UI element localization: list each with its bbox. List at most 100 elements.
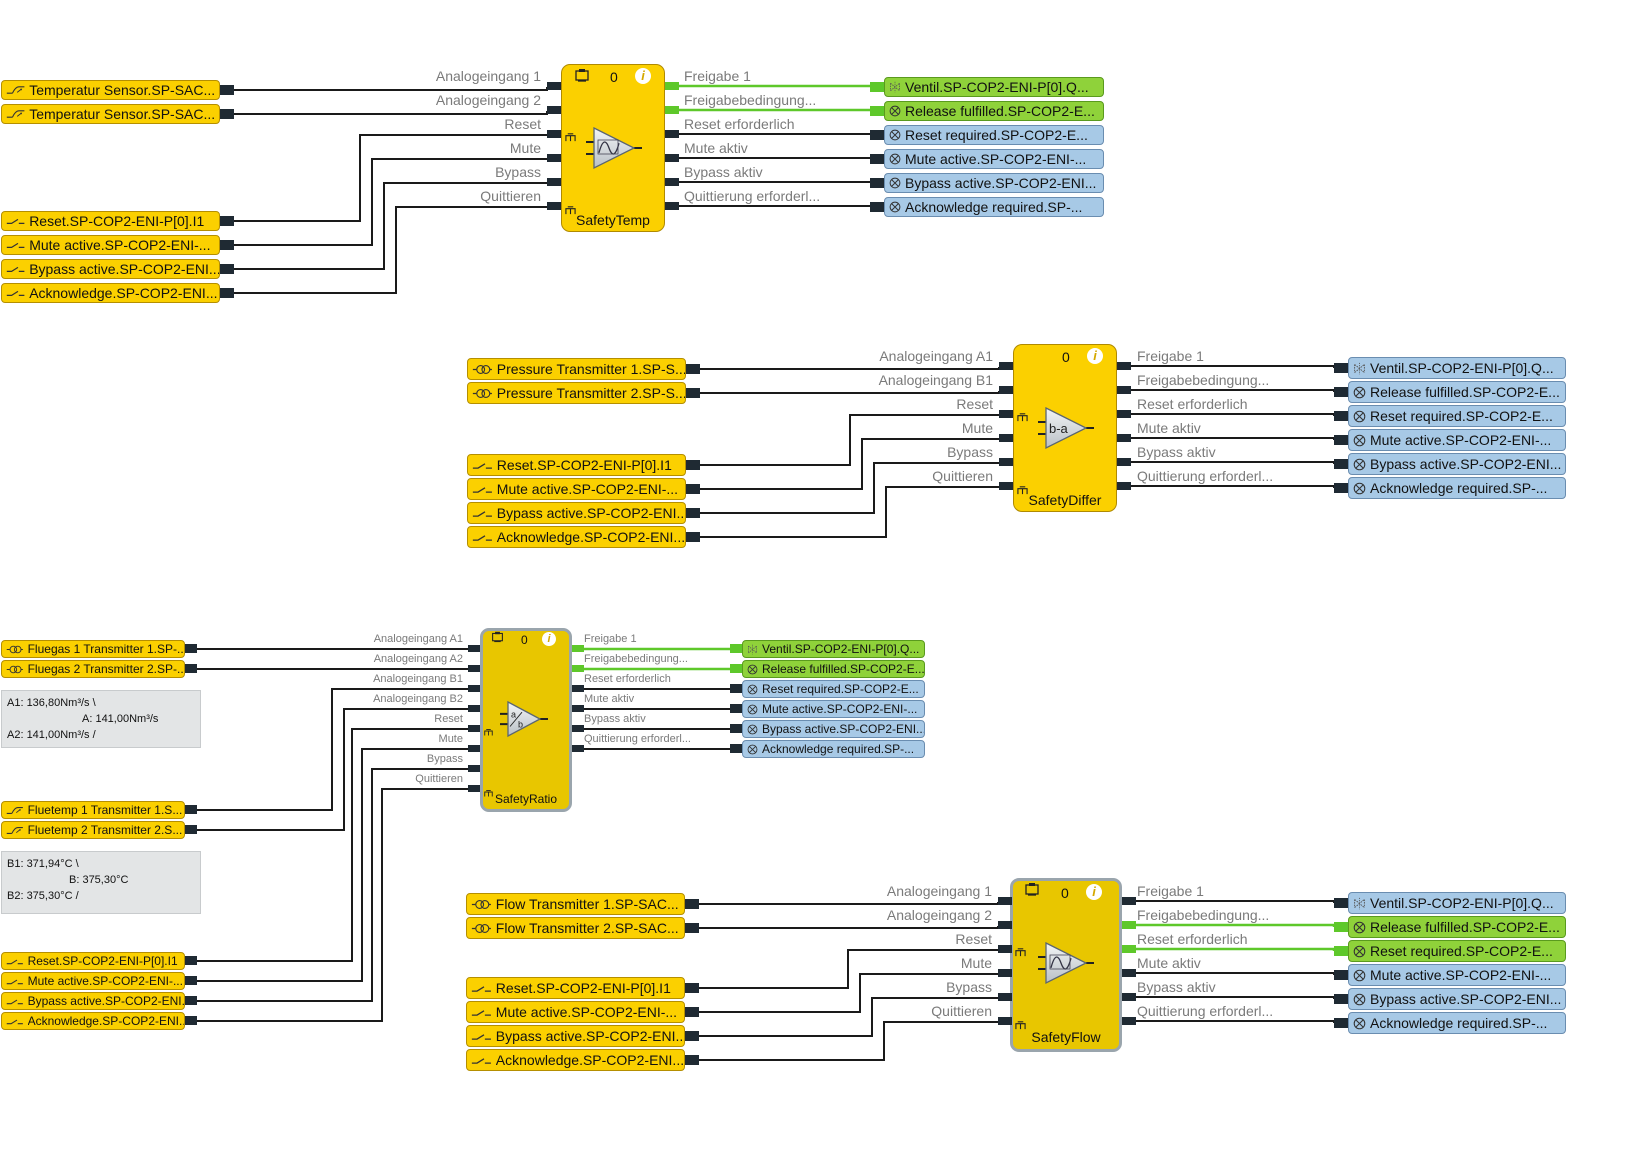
active-connector-pin[interactable] — [572, 665, 584, 672]
wire-output[interactable] — [1136, 996, 1335, 999]
connector-pin[interactable] — [1117, 362, 1131, 370]
connector-pin[interactable] — [685, 923, 699, 933]
connector-pin[interactable] — [665, 154, 679, 162]
output-variable-tag[interactable]: Release fulfilled.SP-COP2-E... — [1348, 381, 1566, 403]
connector-pin[interactable] — [1334, 411, 1348, 421]
input-variable-tag[interactable]: Bypass active.SP-COP2-ENI... — [467, 502, 686, 524]
connector-pin[interactable] — [547, 106, 561, 114]
connector-pin[interactable] — [1334, 435, 1348, 445]
output-variable-tag[interactable]: Bypass active.SP-COP2-ENI... — [1348, 453, 1566, 475]
connector-pin[interactable] — [686, 364, 700, 374]
connector-pin[interactable] — [1334, 483, 1348, 493]
connector-pin[interactable] — [185, 1016, 197, 1025]
wire-ack[interactable] — [700, 486, 999, 538]
input-variable-tag[interactable]: Flow Transmitter 2.SP-SAC... — [466, 917, 685, 939]
connector-pin[interactable] — [1334, 970, 1348, 980]
connector-pin[interactable] — [685, 1031, 699, 1041]
connector-pin[interactable] — [547, 130, 561, 138]
output-variable-tag[interactable]: Reset required.SP-COP2-E... — [1348, 940, 1566, 962]
wire-analog-b2[interactable] — [197, 708, 468, 831]
monitor-icon[interactable] — [574, 68, 590, 89]
wire-ack[interactable] — [197, 788, 468, 1022]
output-variable-tag[interactable]: Ventil.SP-COP2-ENI-P[0].Q... — [1348, 892, 1566, 914]
input-variable-tag[interactable]: Flow Transmitter 1.SP-SAC... — [466, 893, 685, 915]
wire-output[interactable] — [1131, 485, 1335, 488]
output-variable-tag[interactable]: Mute active.SP-COP2-ENI-... — [1348, 964, 1566, 986]
output-variable-tag[interactable]: Bypass active.SP-COP2-ENI... — [884, 173, 1104, 193]
input-variable-tag[interactable]: Bypass active.SP-COP2-ENI... — [466, 1025, 685, 1047]
output-variable-tag[interactable]: Mute active.SP-COP2-ENI-... — [884, 149, 1104, 169]
connector-pin[interactable] — [572, 685, 584, 692]
output-variable-tag[interactable]: Reset required.SP-COP2-E... — [884, 125, 1104, 145]
connector-pin[interactable] — [1334, 994, 1348, 1004]
connector-pin[interactable] — [1334, 459, 1348, 469]
wire-output[interactable] — [1136, 900, 1335, 903]
wire-output[interactable] — [1131, 389, 1335, 392]
connector-pin[interactable] — [185, 956, 197, 965]
input-variable-tag[interactable]: Bypass active.SP-COP2-ENI... — [1, 992, 185, 1010]
connector-pin[interactable] — [1334, 363, 1348, 373]
wire-output[interactable] — [679, 181, 871, 183]
wire-bypass[interactable] — [699, 997, 998, 1037]
input-variable-tag[interactable]: Acknowledge.SP-COP2-ENI... — [1, 1012, 185, 1030]
input-variable-tag[interactable]: Pressure Transmitter 1.SP-S... — [467, 358, 686, 380]
input-variable-tag[interactable]: Fluegas 1 Transmitter 1.SP-... — [1, 640, 185, 658]
output-variable-tag[interactable]: Mute active.SP-COP2-ENI-... — [742, 700, 925, 718]
connector-pin[interactable] — [468, 645, 480, 652]
connector-pin[interactable] — [572, 725, 584, 732]
active-connector-pin[interactable] — [730, 644, 742, 653]
connector-pin[interactable] — [730, 744, 742, 753]
active-connector-pin[interactable] — [1334, 922, 1348, 932]
connector-pin[interactable] — [1122, 897, 1136, 905]
wire-mute[interactable] — [197, 748, 468, 982]
wire-output[interactable] — [1131, 461, 1335, 464]
output-variable-tag[interactable]: Mute active.SP-COP2-ENI-... — [1348, 429, 1566, 451]
connector-pin[interactable] — [998, 921, 1012, 929]
wire-bypass[interactable] — [197, 768, 468, 1002]
output-variable-tag[interactable]: Release fulfilled.SP-COP2-E... — [884, 101, 1104, 121]
input-variable-tag[interactable]: Acknowledge.SP-COP2-ENI... — [466, 1049, 685, 1071]
connector-pin[interactable] — [999, 458, 1013, 466]
connector-pin[interactable] — [1117, 458, 1131, 466]
wire-analog-2[interactable] — [699, 926, 999, 929]
wire-mute[interactable] — [699, 973, 998, 1013]
connector-pin[interactable] — [1122, 993, 1136, 1001]
active-connector-pin[interactable] — [730, 664, 742, 673]
connector-pin[interactable] — [468, 745, 480, 752]
connector-pin[interactable] — [185, 664, 197, 673]
input-variable-tag[interactable]: Bypass active.SP-COP2-ENI... — [1, 259, 220, 279]
output-variable-tag[interactable]: Reset required.SP-COP2-E... — [1348, 405, 1566, 427]
connector-pin[interactable] — [220, 216, 234, 226]
connector-pin[interactable] — [1122, 1017, 1136, 1025]
connector-pin[interactable] — [686, 388, 700, 398]
info-icon[interactable]: i — [542, 632, 556, 646]
connector-pin[interactable] — [998, 1017, 1012, 1025]
connector-pin[interactable] — [686, 484, 700, 494]
connector-pin[interactable] — [685, 899, 699, 909]
connector-pin[interactable] — [572, 705, 584, 712]
connector-pin[interactable] — [686, 508, 700, 518]
connector-pin[interactable] — [547, 202, 561, 210]
connector-pin[interactable] — [1334, 898, 1348, 908]
active-connector-pin[interactable] — [870, 82, 884, 92]
input-variable-tag[interactable]: Mute active.SP-COP2-ENI-... — [466, 1001, 685, 1023]
active-connector-pin[interactable] — [870, 106, 884, 116]
connector-pin[interactable] — [572, 745, 584, 752]
connector-pin[interactable] — [870, 154, 884, 164]
connector-pin[interactable] — [1117, 434, 1131, 442]
wire-output[interactable] — [679, 108, 872, 112]
connector-pin[interactable] — [547, 154, 561, 162]
wire-ack[interactable] — [699, 1021, 998, 1061]
output-variable-tag[interactable]: Acknowledge required.SP-... — [742, 740, 925, 758]
wire-analog-a1[interactable] — [197, 648, 469, 650]
connector-pin[interactable] — [1117, 386, 1131, 394]
input-variable-tag[interactable]: Mute active.SP-COP2-ENI-... — [1, 235, 220, 255]
connector-pin[interactable] — [185, 644, 197, 653]
connector-pin[interactable] — [998, 993, 1012, 1001]
wire-analog-1[interactable] — [699, 902, 999, 905]
wire-output[interactable] — [1136, 972, 1335, 975]
wire-mute[interactable] — [700, 438, 999, 490]
input-variable-tag[interactable]: Reset.SP-COP2-ENI-P[0].I1 — [1, 211, 220, 231]
info-icon[interactable]: i — [1087, 348, 1103, 364]
connector-pin[interactable] — [998, 945, 1012, 953]
